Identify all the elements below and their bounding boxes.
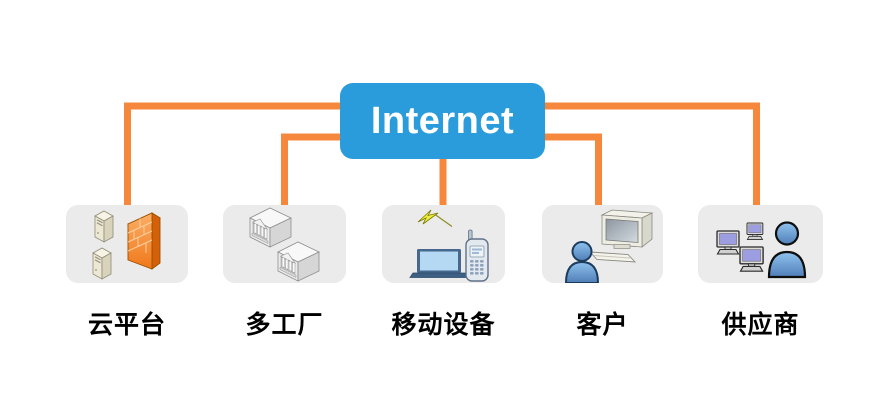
edge-internet-cloud-platform <box>124 102 340 208</box>
edge-internet-multi-factory <box>281 133 340 208</box>
node-box-cloud-platform <box>66 205 188 283</box>
node-suppliers: 供应商 <box>698 205 823 341</box>
node-label-multi-factory: 多工厂 <box>245 310 324 339</box>
internet-node: Internet <box>340 83 545 159</box>
servers-and-firewall-icon <box>92 210 161 280</box>
edge-internet-customers <box>545 133 602 208</box>
node-mobile-devices: 移动设备 <box>382 205 505 341</box>
edge-internet-suppliers <box>545 102 760 208</box>
node-box-mobile-devices <box>382 205 505 283</box>
node-label-customers: 客户 <box>576 310 629 339</box>
node-cloud-platform: 云平台 <box>66 205 188 341</box>
node-label-suppliers: 供应商 <box>721 310 800 339</box>
node-box-customers <box>542 205 663 283</box>
wireless-laptop-phone-icon <box>409 209 489 282</box>
node-multi-factory: 多工厂 <box>223 205 346 341</box>
node-label-cloud-platform: 云平台 <box>87 310 166 339</box>
internet-node-label: Internet <box>370 99 515 142</box>
node-label-mobile-devices: 移动设备 <box>391 310 496 339</box>
node-box-suppliers <box>698 205 823 283</box>
person-with-computer-icon <box>564 209 654 283</box>
factory-buildings-icon <box>249 207 320 282</box>
node-box-multi-factory <box>223 205 346 283</box>
computers-and-person-icon <box>716 221 807 279</box>
node-customers: 客户 <box>542 205 663 341</box>
